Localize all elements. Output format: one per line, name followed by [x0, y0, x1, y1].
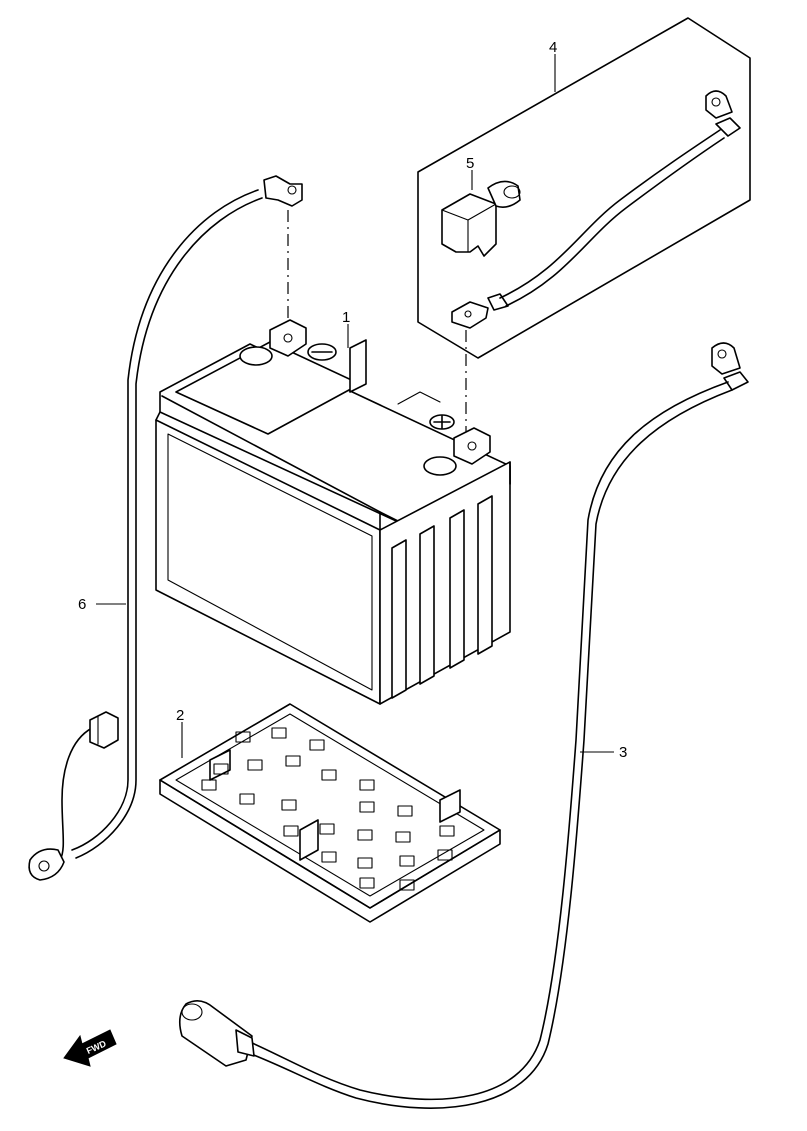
terminal-cover-part-5 [441, 180, 521, 257]
callout-6: 6 [78, 596, 86, 613]
callout-1: 1 [342, 309, 350, 326]
positive-cable-part-4 [451, 90, 741, 329]
callout-3: 3 [619, 744, 627, 761]
callout-4: 4 [549, 39, 557, 56]
fwd-arrow-icon: FWD [63, 1029, 117, 1067]
battery-tray-part-2 [159, 703, 501, 923]
callout-5: 5 [466, 155, 474, 172]
callout-2: 2 [176, 707, 184, 724]
ground-wire-part-6 [28, 175, 303, 881]
cable-kit-panel [417, 17, 751, 359]
battery-part-1 [155, 319, 511, 705]
starter-cable-part-3 [178, 342, 749, 1109]
